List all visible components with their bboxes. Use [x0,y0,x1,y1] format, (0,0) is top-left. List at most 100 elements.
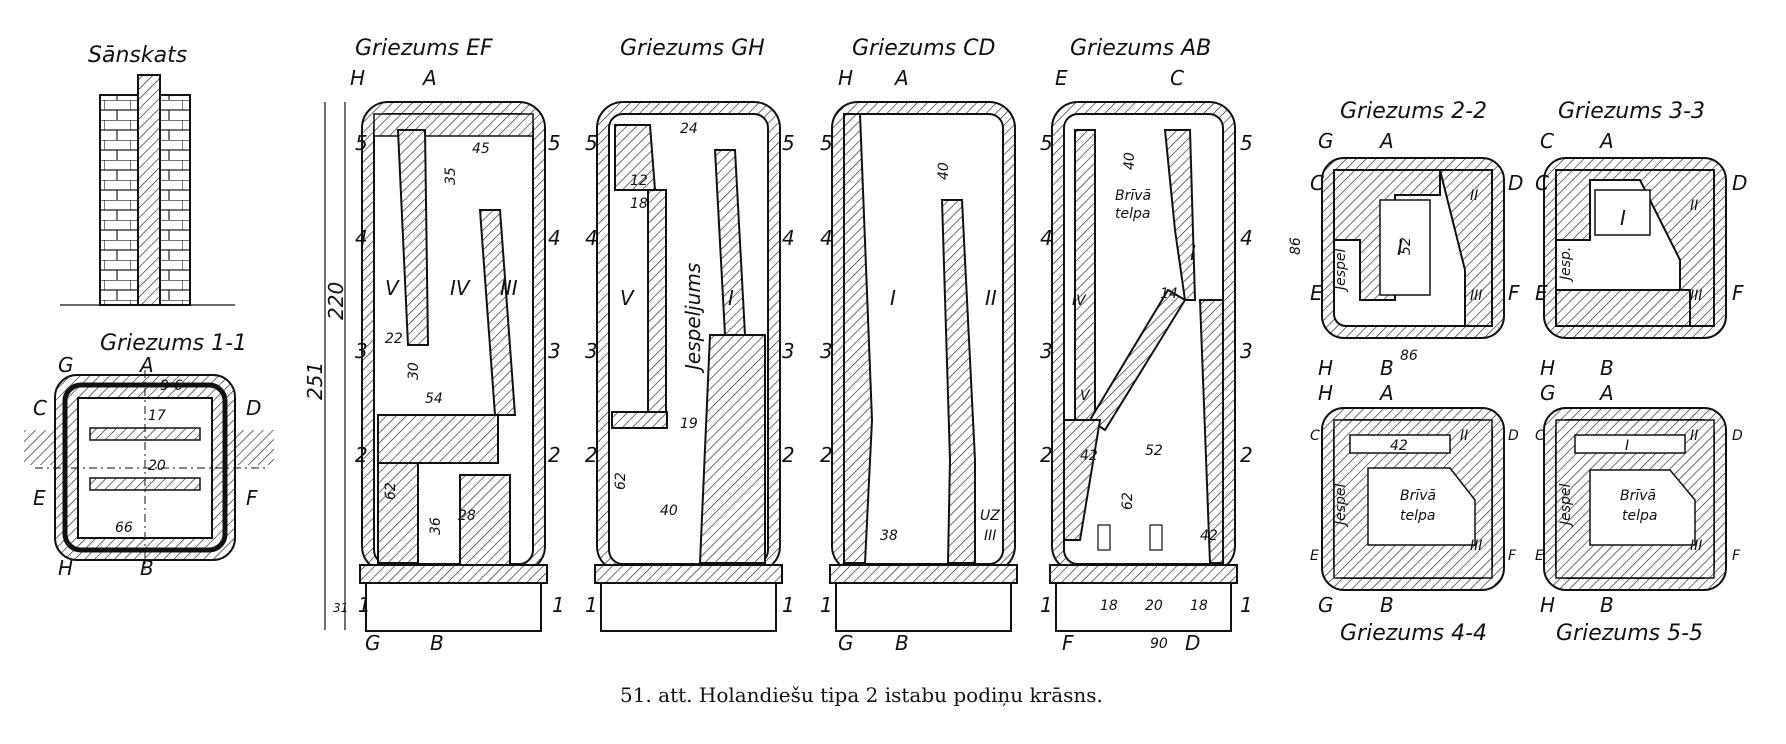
label-marks-n3: 3 [782,339,795,363]
label-roman-II: II [1470,188,1478,204]
drawing-shape [1163,129,1197,301]
label-marks-D: D [1732,428,1743,444]
drawing-shape [1055,582,1232,632]
section-ab: Griezums AB E C Brīvā telpa I IV V 52 42… [1040,36,1253,655]
label-roman-V: V [385,276,400,300]
label-marks-n4: 4 [355,226,368,250]
ab-left-wall [1074,129,1096,421]
section-1-1: Griezums 1-1 G A C D E F H B 66 20 17 9-… [24,331,274,580]
label-dims-d31: 31 [333,601,348,615]
label-marks-B: B [1600,593,1614,617]
label-dims-d20: 20 [148,458,166,474]
label-dims-d86: 86 [1400,348,1418,364]
label-labels-jesp: Jesp. [1558,247,1574,283]
label-dims-d52: 52 [1398,237,1414,255]
label-marks-A: A [138,353,154,377]
label-dims-d38: 38 [880,528,898,544]
label-marks-n3: 3 [585,339,598,363]
label-marks-n2: 2 [355,443,368,467]
label-marks-G: G [838,631,854,655]
label-marks-n1: 1 [782,593,795,617]
label-dims-d220: 220 [324,282,348,320]
label-marks-n4: 4 [1240,226,1253,250]
ef-base [365,582,542,632]
label-dims-d40: 40 [1122,152,1138,170]
label-marks-C: C [1310,428,1320,444]
drawing-shape [1379,199,1431,296]
drawing-shape [829,564,1018,584]
label-marks-G: G [1540,381,1556,405]
label-roman-II: II [1690,428,1698,444]
label-dims-d22: 22 [385,331,403,347]
drawing-shape [1594,189,1651,236]
label-roman-III: III [1470,288,1482,304]
label-marks-n3: 3 [1040,339,1053,363]
label-marks-n4: 4 [1040,226,1053,250]
label-marks-A: A [1378,129,1394,153]
label-roman-II: II [1460,428,1468,444]
label-labels-uz: UZ [980,508,1000,524]
label-roman-I: I [890,286,896,310]
label-marks-C: C [1170,66,1184,90]
section-ab-title: Griezums AB [1070,36,1211,61]
label-marks-E: E [1310,281,1323,305]
drawing-shape [611,411,668,429]
label-marks-F: F [1062,631,1074,655]
section-5-5-title: Griezums 5-5 [1556,621,1703,646]
label-marks-B: B [895,631,909,655]
label-marks-n1: 1 [820,593,833,617]
side-view-chimney [137,74,161,306]
label-marks-H: H [1318,356,1333,380]
label-dims-d42: 42 [1390,438,1408,454]
label-marks-D: D [1185,631,1200,655]
label-dims-d19: 19 [680,416,698,432]
label-labels-telpa: telpa [1115,206,1150,222]
label-marks-D: D [246,396,261,420]
label-dims-d42: 42 [1080,448,1098,464]
section-5-5: G A Brīvā telpa I II III Jespel C D E F … [1535,381,1743,646]
label-marks-G: G [1318,129,1334,153]
label-marks-F: F [1508,548,1517,564]
label-marks-G: G [58,353,74,377]
section-cd: Griezums CD H A 40 38 I II UZ III 5 4 3 … [820,36,1018,655]
label-dims-d62: 62 [383,482,399,500]
section-3-3: Griezums 3-3 C A I II III Jesp. C D E F … [1535,99,1747,380]
section-1-1-title: Griezums 1-1 [100,331,247,356]
label-roman-I: I [1397,236,1403,260]
label-marks-n1: 1 [552,593,565,617]
section-2-2-title: Griezums 2-2 [1340,99,1487,124]
drawing-shape [1049,564,1238,584]
label-marks-n1: 1 [358,593,371,617]
label-roman-III: III [1690,538,1702,554]
label-marks-B: B [1600,356,1614,380]
label-dims-d62: 62 [1120,492,1136,510]
label-marks-H: H [1540,356,1555,380]
section-4-4-title: Griezums 4-4 [1340,621,1487,646]
label-dims-d40: 40 [936,162,952,180]
label-marks-F: F [1732,281,1744,305]
section-3-3-title: Griezums 3-3 [1558,99,1705,124]
section-gh: Griezums GH 24 12 18 19 40 62 V I Jespel… [585,36,795,632]
label-marks-n2: 2 [1040,443,1053,467]
label-dims-d45: 45 [472,141,490,157]
label-roman-II: II [985,286,997,310]
section-gh-title: Griezums GH [620,36,765,61]
label-roman-I: I [728,286,734,310]
label-labels-jespeljums: Jespeljums [681,263,705,374]
label-labels-jespel: Jespel [1333,483,1349,528]
label-marks-n3: 3 [355,339,368,363]
label-dims-d54: 54 [425,391,443,407]
side-view: Sānskats [60,43,235,306]
label-dims-d24: 24 [680,121,698,137]
label-marks-H: H [1318,381,1333,405]
label-marks-n3: 3 [548,339,561,363]
label-marks-E: E [1535,548,1544,564]
label-marks-D: D [1732,171,1747,195]
label-labels-jespel: Jespel [1333,248,1349,293]
label-marks-n5: 5 [782,131,795,155]
label-marks-n1: 1 [1240,593,1253,617]
label-dims-d52: 52 [1145,443,1163,459]
label-marks-n5: 5 [548,131,561,155]
label-marks-n1: 1 [1040,593,1053,617]
